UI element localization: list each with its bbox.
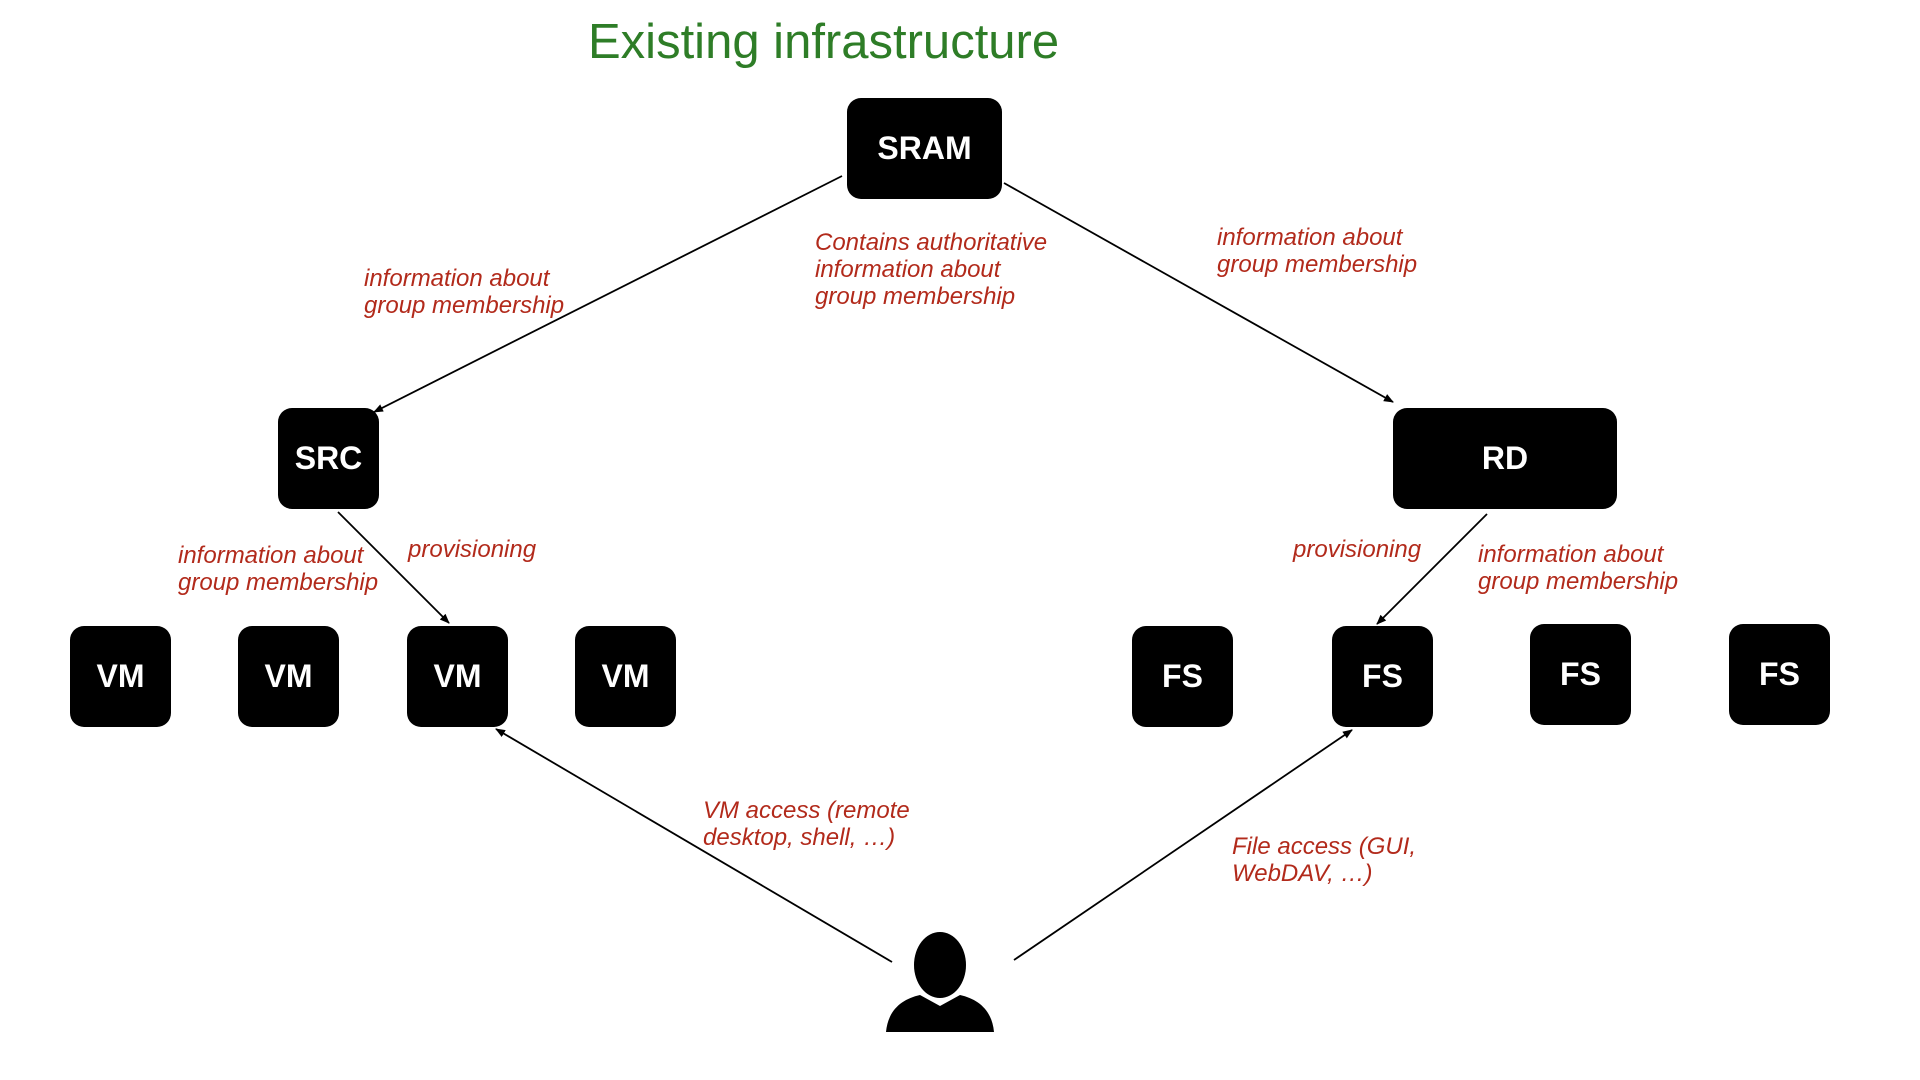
- node-fs: FS: [1729, 624, 1830, 725]
- label-sram-to-rd: information about group membership: [1217, 224, 1418, 278]
- node-vm: VM: [407, 626, 508, 727]
- label-sram-note: Contains authoritative information about…: [815, 229, 1048, 310]
- arrow-user-to-vm: [495, 728, 893, 963]
- node-rd: RD: [1393, 408, 1617, 509]
- arrow-rd-to-fs: [1376, 513, 1488, 625]
- label-rd-group-info: information about group membership: [1478, 541, 1679, 595]
- node-vm: VM: [575, 626, 676, 727]
- label-vm-access: VM access (remote desktop, shell, …): [703, 797, 910, 851]
- label-src-provisioning: provisioning: [408, 536, 537, 563]
- label-src-group-info: information about group membership: [178, 542, 379, 596]
- page-title: Existing infrastructure: [588, 15, 1060, 69]
- node-vm: VM: [70, 626, 171, 727]
- node-vm: VM: [238, 626, 339, 727]
- node-sram: SRAM: [847, 98, 1002, 199]
- person-icon: [886, 932, 994, 1032]
- label-rd-provisioning: provisioning: [1293, 536, 1422, 563]
- arrow-sram-to-rd: [1003, 182, 1394, 403]
- arrow-sram-to-src: [373, 175, 843, 413]
- arrow-user-to-fs: [1013, 729, 1353, 961]
- node-fs: FS: [1132, 626, 1233, 727]
- node-fs: FS: [1332, 626, 1433, 727]
- label-sram-to-src: information about group membership: [364, 265, 565, 319]
- node-fs: FS: [1530, 624, 1631, 725]
- label-file-access: File access (GUI, WebDAV, …): [1232, 833, 1417, 887]
- arrow-src-to-vm: [337, 511, 450, 624]
- node-src: SRC: [278, 408, 379, 509]
